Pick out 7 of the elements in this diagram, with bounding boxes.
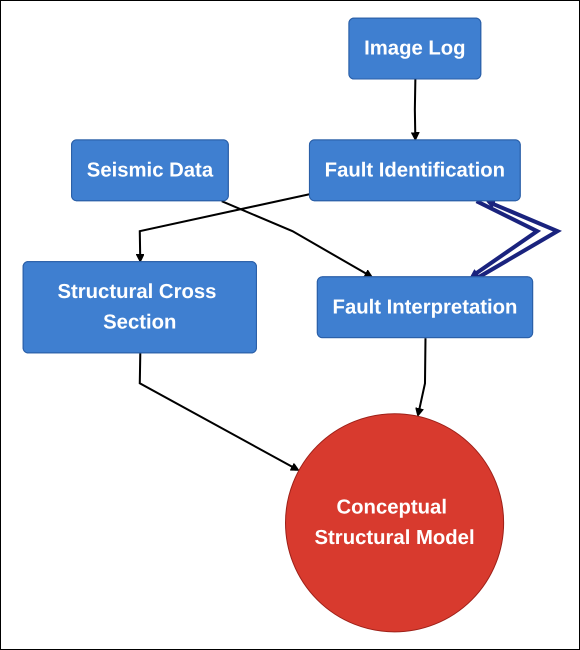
arrow: [470, 199, 541, 278]
node-circle: Conceptual Structural Model: [284, 413, 504, 632]
arrow: [138, 353, 300, 471]
arrow: [410, 79, 420, 141]
arrow: [135, 193, 310, 262]
arrow: [414, 338, 426, 417]
arrow: [221, 200, 373, 278]
